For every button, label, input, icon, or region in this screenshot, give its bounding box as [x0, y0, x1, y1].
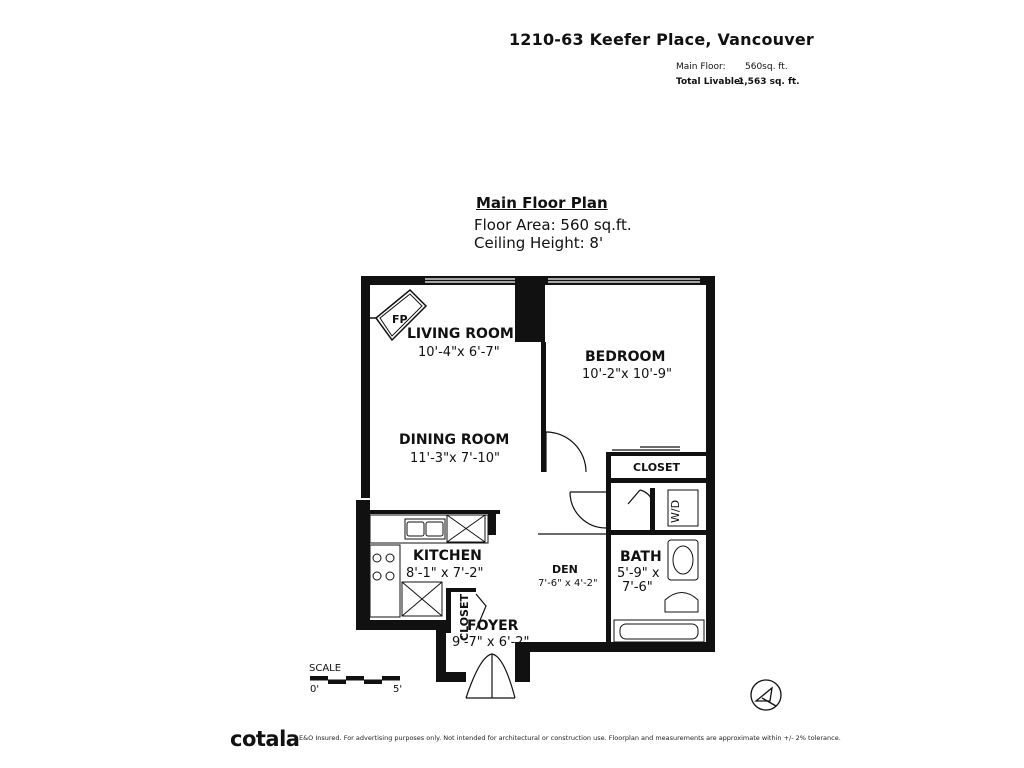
plan-title: Main Floor Plan: [476, 194, 608, 212]
bedroom-closet-label: CLOSET: [633, 461, 680, 474]
kitchen-label: KITCHEN: [413, 548, 482, 564]
scale-label: SCALE: [309, 663, 342, 674]
interior-walls: [370, 342, 706, 642]
disclaimer-text: E&O Insured. For advertising purposes on…: [299, 734, 841, 742]
den-dimensions: 7'-6" x 4'-2": [538, 578, 598, 589]
main-floor-label: Main Floor:: [676, 62, 726, 72]
living-room-label: LIVING ROOM: [407, 326, 514, 342]
compass-icon: [750, 679, 782, 711]
total-livable-row: Total Livable: 1,563 sq. ft.: [0, 77, 1024, 89]
dining-room-label: DINING ROOM: [399, 432, 510, 448]
bath-label: BATH: [620, 549, 662, 565]
living-room-dimensions: 10'-4"x 6'-7": [418, 345, 500, 360]
windows: [425, 278, 700, 283]
bath-dimensions-width: 5'-9" x: [617, 566, 660, 581]
bedroom-label: BEDROOM: [585, 349, 666, 365]
main-floor-value: 560sq. ft.: [745, 62, 788, 72]
door-swings: [465, 431, 680, 699]
scale-bar: [310, 676, 400, 684]
ceiling-height: Ceiling Height: 8': [474, 234, 604, 252]
fireplace-label: FP: [392, 313, 408, 326]
bedroom-dimensions: 10'-2"x 10'-9": [582, 367, 672, 382]
bath-dimensions-length: 7'-6": [622, 580, 653, 595]
den-label: DEN: [552, 563, 578, 576]
main-floor-row: Main Floor: 560sq. ft.: [0, 62, 1024, 74]
foyer-dimensions: 9'-7" x 6'-2": [452, 635, 530, 650]
fireplace: [370, 288, 428, 342]
floor-area: Floor Area: 560 sq.ft.: [474, 216, 632, 234]
scale-start: 0': [310, 684, 320, 695]
total-livable-label: Total Livable:: [676, 77, 744, 87]
property-address: 1210-63 Keefer Place, Vancouver: [508, 30, 814, 49]
kitchen-fixtures: [369, 514, 489, 618]
exterior-walls: [356, 276, 715, 682]
foyer-label: FOYER: [467, 618, 519, 634]
kitchen-dimensions: 8'-1" x 7'-2": [406, 566, 484, 581]
dining-room-dimensions: 11'-3"x 7'-10": [410, 451, 500, 466]
total-livable-value: 1,563 sq. ft.: [738, 77, 800, 87]
scale-end: 5': [393, 684, 403, 695]
washer-dryer-label: W/D: [669, 499, 682, 523]
bath-fixtures: [613, 489, 705, 643]
brand-logo: cotala: [230, 727, 300, 751]
